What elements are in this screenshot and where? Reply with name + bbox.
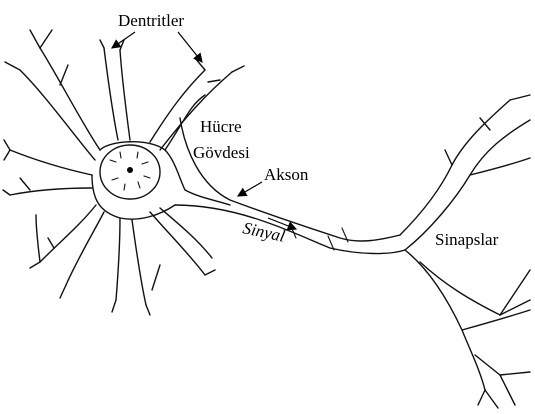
axon-label: Akson	[264, 165, 309, 184]
cell-body-label-line2: Gövdesi	[193, 143, 250, 162]
axon	[175, 118, 405, 254]
dendrites-arrow-left	[112, 32, 135, 48]
axon-arrow	[238, 182, 262, 196]
synapses-label: Sinapslar	[435, 230, 499, 249]
cell-body-label-line1: Hücre	[200, 117, 242, 136]
dendrites	[3, 30, 244, 315]
nucleus	[100, 145, 160, 199]
dendrites-arrow-right	[178, 32, 202, 62]
dendrites-label: Dentritler	[118, 11, 184, 30]
axon-terminals	[400, 95, 530, 408]
